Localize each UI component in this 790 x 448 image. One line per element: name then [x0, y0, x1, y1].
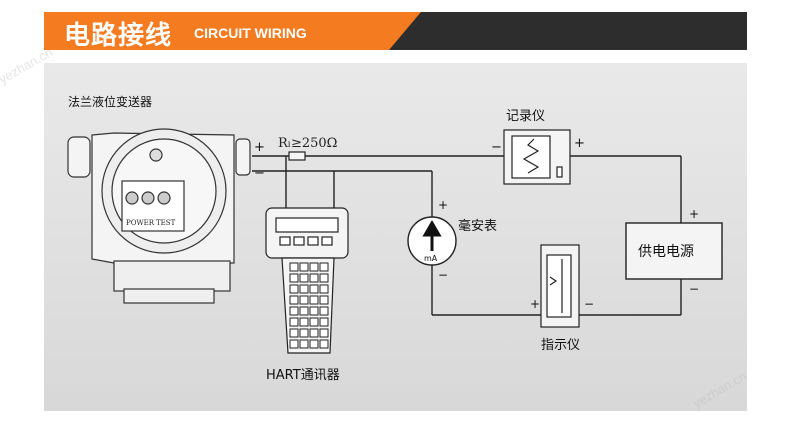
hart-keypad — [289, 262, 329, 349]
power-supply-box — [625, 222, 723, 280]
hart-key — [299, 317, 309, 327]
indicator-label: 指示仪 — [541, 338, 580, 353]
hart-key — [299, 284, 309, 294]
header-accent-slant — [389, 12, 421, 50]
hart-key — [289, 339, 299, 349]
hart-key — [299, 306, 309, 316]
hart-key — [309, 306, 319, 316]
section-title: 电路接线 — [64, 21, 173, 51]
hart-key — [319, 339, 329, 349]
hart-key — [309, 284, 319, 294]
transmitter-label: 法兰液位变送器 — [68, 94, 152, 109]
recorder-plus: + — [574, 136, 585, 151]
hart-label: HART通讯器 — [266, 368, 340, 383]
section-title-english: CIRCUIT WIRING — [194, 25, 307, 41]
hart-key — [319, 328, 329, 338]
wires — [252, 155, 682, 316]
hart-key — [299, 273, 309, 283]
hart-key — [319, 306, 329, 316]
hart-key — [309, 295, 319, 305]
wiring-diagram: 法兰液位变送器 POWER TEST + − — [67, 94, 723, 383]
hart-key — [299, 339, 309, 349]
hart-key — [289, 328, 299, 338]
supply-plus: + — [689, 207, 699, 221]
recorder-device — [503, 129, 571, 185]
indicator-device — [540, 244, 580, 328]
recorder-minus: − — [491, 140, 502, 155]
hart-key — [319, 262, 329, 272]
section-header: 电路接线 CIRCUIT WIRING — [44, 12, 747, 51]
hart-key — [319, 317, 329, 327]
ammeter-label: 毫安表 — [458, 218, 497, 234]
hart-key — [309, 328, 319, 338]
hart-key — [289, 306, 299, 316]
ammeter-minus: − — [438, 268, 448, 282]
transmitter-plus: + — [254, 140, 265, 155]
diagram-panel: 法兰液位变送器 POWER TEST + − — [44, 63, 747, 411]
indicator-plus: + — [530, 297, 540, 311]
hart-key — [289, 273, 299, 283]
hart-key — [309, 339, 319, 349]
power-supply-label: 供电电源 — [638, 244, 694, 260]
resistor — [288, 151, 306, 161]
hart-key — [299, 295, 309, 305]
hart-key — [309, 262, 319, 272]
ammeter-unit: mA — [424, 254, 438, 263]
hart-key — [319, 284, 329, 294]
indicator-minus: − — [584, 297, 594, 311]
hart-key — [289, 295, 299, 305]
ammeter-plus: + — [438, 198, 448, 212]
hart-key — [289, 284, 299, 294]
supply-minus: − — [689, 282, 699, 296]
hart-key — [299, 262, 309, 272]
hart-key — [319, 273, 329, 283]
transmitter-device — [67, 128, 251, 304]
hart-key — [309, 317, 319, 327]
hart-key — [309, 273, 319, 283]
test-terminal-label: TEST — [156, 219, 176, 227]
transmitter-minus: − — [254, 166, 265, 181]
hart-key — [299, 328, 309, 338]
header-accent-bar — [44, 12, 389, 50]
recorder-label: 记录仪 — [506, 109, 545, 124]
milliammeter — [407, 216, 457, 266]
hart-key — [289, 262, 299, 272]
resistor-label: Rₗ≥250Ω — [278, 136, 337, 151]
hart-key — [289, 317, 299, 327]
power-terminal-label: POWER — [126, 219, 155, 227]
hart-key — [319, 295, 329, 305]
